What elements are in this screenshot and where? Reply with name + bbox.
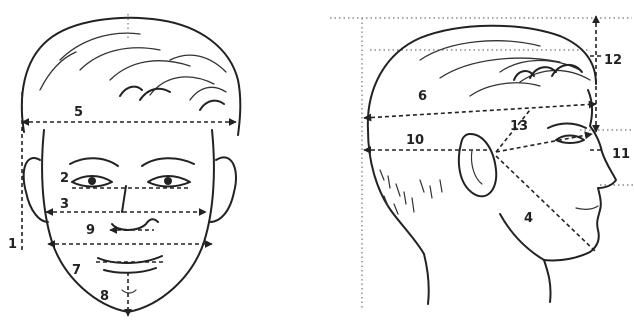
front-left-brow — [70, 158, 118, 166]
front-chin-mark — [122, 290, 136, 293]
side-neck — [424, 254, 551, 304]
label-1: 1 — [8, 237, 17, 252]
label-12: 12 — [604, 53, 622, 68]
side-view: 4 6 10 11 12 13 — [330, 16, 634, 310]
label-9: 9 — [86, 223, 95, 238]
side-ear-inner — [471, 150, 482, 184]
front-left-pupil — [88, 177, 96, 185]
front-face-outline — [42, 130, 214, 312]
front-mouth — [98, 256, 162, 273]
side-ear — [459, 134, 496, 196]
front-hair-outline — [22, 18, 240, 135]
side-jaw — [500, 214, 544, 260]
front-right-pupil — [164, 177, 172, 185]
front-hair-strands — [40, 33, 226, 100]
label-10: 10 — [406, 133, 424, 148]
side-hair-strands — [420, 41, 590, 96]
measure-4-tragus-chin — [496, 156, 596, 252]
label-5: 5 — [74, 105, 83, 120]
label-8: 8 — [100, 289, 109, 304]
label-11: 11 — [612, 147, 630, 162]
front-view: 1 2 3 5 7 8 9 — [8, 14, 240, 316]
label-13: 13 — [510, 119, 528, 134]
front-nose — [112, 186, 158, 230]
side-mouth — [576, 206, 598, 209]
label-3: 3 — [60, 197, 69, 212]
measure-6-headlength — [364, 104, 596, 118]
label-4: 4 — [524, 211, 533, 226]
front-hair-tufts — [120, 87, 224, 110]
side-back-head — [368, 130, 424, 254]
front-right-brow — [142, 158, 194, 166]
side-brow — [548, 124, 586, 129]
label-6: 6 — [418, 89, 427, 104]
side-face-profile — [544, 90, 616, 261]
label-7: 7 — [72, 263, 81, 278]
label-2: 2 — [60, 171, 69, 186]
